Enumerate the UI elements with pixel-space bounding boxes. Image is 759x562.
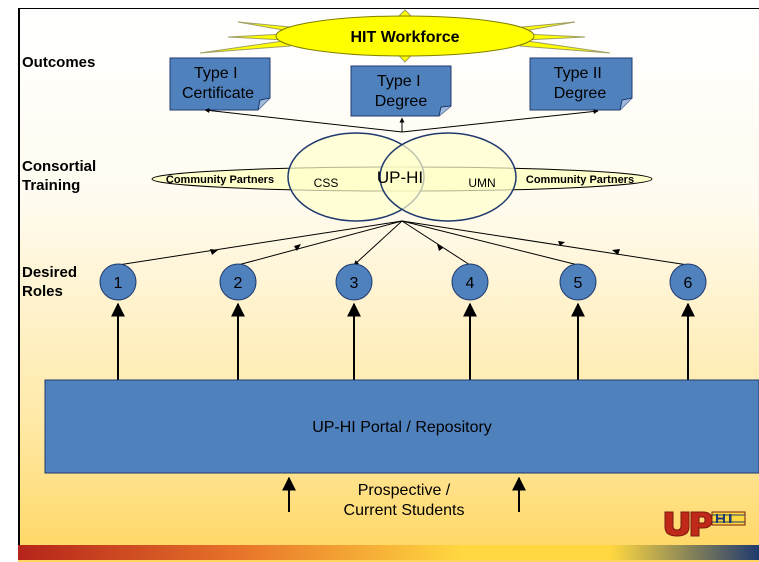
outcome-box-type2-degree: Type II Degree: [529, 57, 633, 111]
students-label: Prospective / Current Students: [343, 482, 465, 519]
left-rule: [18, 8, 20, 546]
connector-role-3: [353, 220, 403, 266]
outcome-box-3-line-1: Type II: [554, 65, 602, 82]
outcome-box-2-line-2: Degree: [375, 93, 428, 110]
connector-role-6: [401, 220, 689, 266]
role-label-1: 1: [114, 275, 123, 292]
connector-role-4: [401, 220, 471, 266]
bottom-color-bar: [18, 545, 759, 560]
outcome-box-1-line-2: Certificate: [182, 85, 254, 102]
role-circle-4: [451, 263, 489, 301]
arrow-to-certificate: [204, 108, 403, 133]
hit-workforce-burst: HIT Workforce: [199, 9, 611, 63]
uphi-logo: [664, 511, 746, 537]
outcome-box-1-label: Type I Certificate: [182, 65, 254, 102]
arrowhead-role-6: [612, 249, 620, 255]
outcome-box-3-line-2: Degree: [554, 85, 607, 102]
arrowhead-role-5: [558, 241, 565, 246]
arrowhead-role-4: [437, 244, 443, 251]
role-circle-1: [99, 263, 137, 301]
css-label: CSS: [314, 176, 339, 190]
uphi-label: UP-HI: [377, 168, 423, 187]
outcome-box-3-label: Type II Degree: [554, 65, 607, 102]
role-circle-2: [219, 263, 257, 301]
outcomes-label: Outcomes: [22, 54, 96, 71]
role-label-3: 3: [350, 275, 359, 292]
umn-circle: [379, 132, 517, 222]
role-label-5: 5: [574, 275, 583, 292]
community-partners-left: Community Partners: [166, 174, 274, 186]
outcome-box-2-label: Type I Degree: [375, 73, 428, 110]
outcome-box-2-line-1: Type I: [377, 73, 421, 90]
hit-workforce-label: HIT Workforce: [350, 29, 459, 46]
connector-role-2: [237, 220, 403, 266]
portal-box: [44, 379, 759, 474]
role-circle-5: [559, 263, 597, 301]
arrow-to-type2: [401, 108, 599, 133]
portal-to-role-arrows: [111, 302, 695, 380]
umn-label: UMN: [468, 176, 495, 190]
top-rule: [18, 8, 759, 9]
role-label-4: 4: [466, 275, 475, 292]
portal-label: UP-HI Portal / Repository: [312, 419, 492, 436]
connector-role-1: [117, 220, 403, 266]
arrowhead-role-2: [294, 244, 301, 251]
role-circle-3: [335, 263, 373, 301]
desired-roles-label: Desired Roles: [22, 264, 78, 300]
consortial-training-label: Consortial Training: [22, 158, 97, 194]
connector-role-5: [401, 220, 579, 266]
outcome-box-type1-certificate: Type I Certificate: [169, 57, 271, 111]
community-partners-right: Community Partners: [526, 174, 634, 186]
outcome-box-1-line-1: Type I: [194, 65, 238, 82]
role-circles: 1 2 3 4 5 6: [99, 263, 707, 301]
training-ellipses: Community Partners CSS UP-HI UMN Communi…: [151, 132, 653, 222]
arrowhead-role-1: [210, 249, 218, 255]
role-label-2: 2: [234, 275, 243, 292]
role-connectors: [117, 220, 689, 266]
role-label-6: 6: [684, 275, 693, 292]
role-circle-6: [669, 263, 707, 301]
outcome-box-type1-degree: Type I Degree: [350, 65, 452, 117]
